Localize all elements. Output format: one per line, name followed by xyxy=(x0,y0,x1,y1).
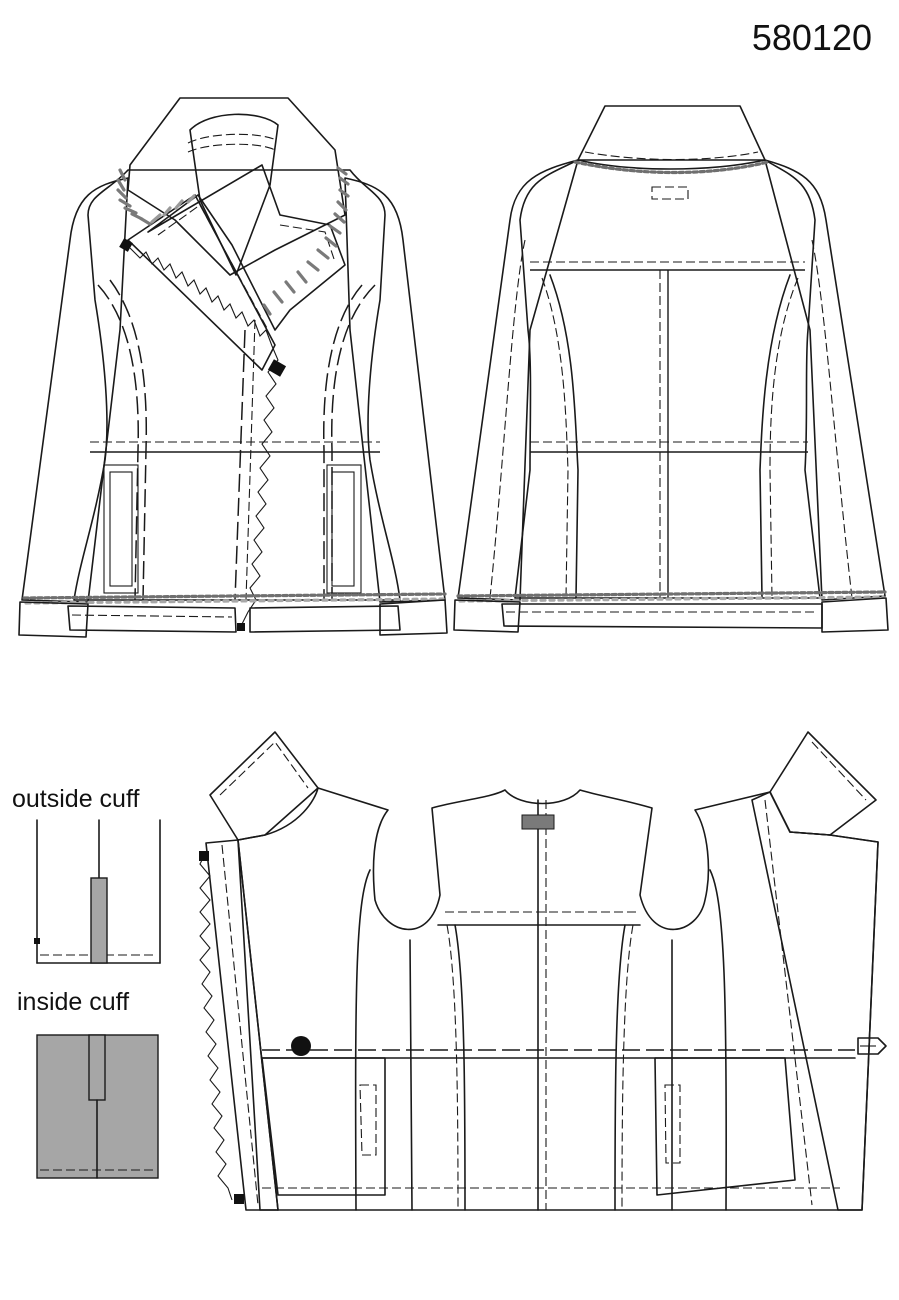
inside-cuff-label: inside cuff xyxy=(17,988,129,1016)
model-number: 580120 xyxy=(752,17,872,58)
back-hem-fur-2 xyxy=(458,595,885,603)
back-waistband xyxy=(501,603,823,629)
back-princess-seam-left xyxy=(549,274,579,599)
front-collar xyxy=(127,97,346,276)
outside-cuff-button xyxy=(34,938,40,944)
lining-seam-2 xyxy=(409,939,413,1211)
outside-cuff-label: outside cuff xyxy=(12,785,139,813)
jacket-back-view xyxy=(453,105,889,633)
front-pocket-right-inner xyxy=(331,471,355,587)
inside-cuff-diagram xyxy=(36,1034,159,1179)
front-waistband-right xyxy=(249,605,401,633)
back-hem-fur xyxy=(456,590,887,598)
lining-pocket-right-opening xyxy=(664,1084,681,1164)
front-princess-seam-left xyxy=(97,284,139,601)
fur-trim-collar-right xyxy=(262,166,350,316)
back-right-sleeve xyxy=(764,159,886,601)
zipper-bottom-stop xyxy=(237,623,245,631)
back-princess-seam-right xyxy=(759,274,791,599)
lining-right-facing-stitch xyxy=(764,799,813,1206)
back-princess-stitch-right xyxy=(769,277,799,599)
lining-seam-3 xyxy=(454,924,466,1211)
collar-stitch xyxy=(187,133,277,144)
back-cuff-left xyxy=(453,599,521,633)
jacket-front-view xyxy=(18,97,448,638)
front-princess-seam-right-2 xyxy=(323,284,363,600)
front-princess-seam-right xyxy=(331,284,376,600)
front-princess-seam-left-2 xyxy=(109,279,148,601)
back-princess-stitch-left xyxy=(541,277,569,599)
lining-zipper-top xyxy=(199,851,209,861)
lining-right-sleeve-stitch xyxy=(811,741,867,801)
front-left-sleeve xyxy=(21,177,129,603)
lapel-stitch-2 xyxy=(279,224,336,263)
front-center-seam xyxy=(234,329,246,601)
fur-trim-lapel xyxy=(150,194,196,224)
lining-seam-1 xyxy=(354,869,371,1211)
lining-left-facing-stitch xyxy=(221,844,259,1206)
front-cuff-left xyxy=(18,601,89,638)
lining-body xyxy=(237,787,879,1211)
lapel-stitch xyxy=(157,204,269,331)
back-collar-stitch xyxy=(584,151,759,161)
outside-cuff-diagram xyxy=(34,819,161,964)
lining-left-sleeve-stitch xyxy=(219,741,309,796)
front-lapel-facing xyxy=(127,194,276,371)
front-pocket-right xyxy=(326,464,362,594)
lining-hanger-tab xyxy=(857,1037,887,1055)
lining-left-sleeve xyxy=(209,731,319,841)
lining-seam-4 xyxy=(614,924,626,1211)
lining-right-facing xyxy=(751,791,879,1211)
back-collar-fur xyxy=(573,160,770,175)
cuff-details: outside cuff inside cuff xyxy=(12,785,161,1179)
front-hem-fur-2 xyxy=(24,597,445,605)
back-sleeve-seam-left xyxy=(489,239,526,599)
front-pocket-left xyxy=(103,464,139,594)
front-center-seam-2 xyxy=(245,319,256,601)
front-cuff-right xyxy=(379,599,448,636)
inside-cuff-placket xyxy=(88,1034,106,1101)
zipper-top-stop xyxy=(119,238,133,252)
lining-right-sleeve xyxy=(769,731,877,836)
front-neck-opening xyxy=(189,113,279,276)
lining-pocket-right xyxy=(654,1057,796,1196)
zipper-pull xyxy=(267,359,287,377)
front-pocket-left-inner xyxy=(109,471,133,587)
front-right-sleeve xyxy=(344,177,446,603)
lining-zipper-bottom xyxy=(234,1194,244,1204)
lining-seam-6 xyxy=(709,869,728,1211)
collar-stitch-2 xyxy=(187,143,276,153)
jacket-lining-view xyxy=(199,731,887,1211)
front-lapel xyxy=(147,164,346,331)
lining-button-marker xyxy=(291,1036,311,1056)
back-collar xyxy=(577,105,766,170)
fur-trim-collar-left xyxy=(116,168,152,226)
lining-pocket-left-opening xyxy=(359,1084,377,1156)
back-left-sleeve xyxy=(457,159,579,601)
lining-pocket-left xyxy=(261,1057,386,1196)
back-neck-label xyxy=(651,186,689,200)
front-waistband-left xyxy=(67,605,237,633)
lining-seam-3-stitch xyxy=(446,924,459,1211)
front-zipper xyxy=(129,247,279,625)
lining-label xyxy=(521,814,555,830)
lining-seam-4-stitch xyxy=(621,924,634,1211)
back-sleeve-seam-right xyxy=(811,239,853,599)
lining-zipper xyxy=(199,851,233,1201)
waistband-stitch xyxy=(71,614,233,618)
outside-cuff-placket xyxy=(90,877,108,964)
lining-left-facing-edge xyxy=(237,839,279,1211)
back-cuff-right xyxy=(821,597,889,633)
front-hem-fur xyxy=(22,592,447,600)
